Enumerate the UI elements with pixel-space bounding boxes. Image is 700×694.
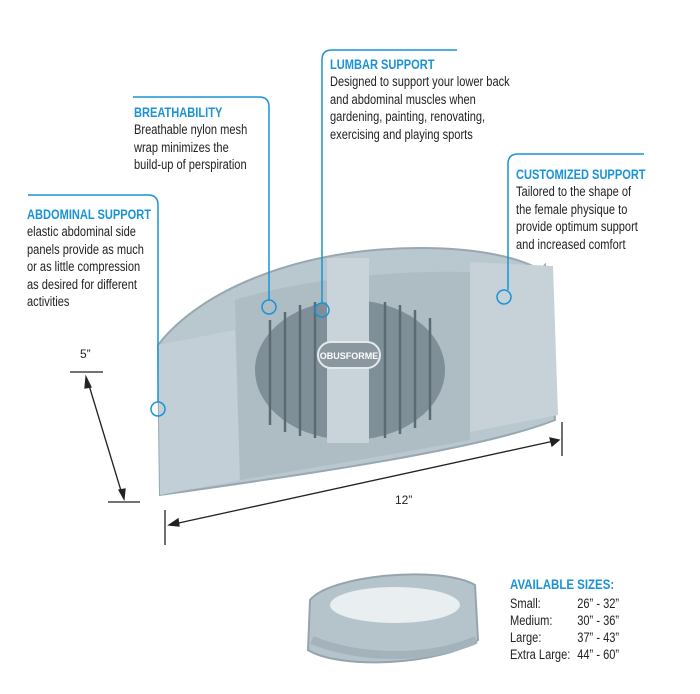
callout-text: and abdominal muscles when [330,91,476,107]
callout-text: provide optimum support [516,219,638,235]
callout-text: Breathable nylon mesh [134,122,248,137]
callout-text: as desired for different [27,276,137,292]
size-range: 26” - 32” [577,596,620,611]
callout-text: Designed to support your lower back [330,74,510,89]
callout-text: panels provide as much [27,241,144,257]
lumbar-marker [314,302,330,318]
size-row: Extra Large: 44” - 60” [510,646,619,663]
callout-text: elastic abdominal side [27,224,136,239]
callout-text: the female physique to [516,201,628,217]
available-sizes: AVAILABLE SIZES: Small: 26” - 32” Medium:… [510,576,619,663]
size-name: Large: [510,630,542,645]
callout-title: ABDOMINAL SUPPORT [27,207,152,222]
size-range: 44” - 60” [577,647,620,662]
size-name: Extra Large: [510,647,571,662]
callout-text: gardening, painting, renovating, [330,109,486,125]
size-row: Medium: 30” - 36” [510,612,619,629]
size-range: 30” - 36” [577,613,620,628]
size-range: 37” - 43” [577,630,620,645]
callout-lines [28,49,644,417]
callout-customized-support: CUSTOMIZED SUPPORT Tailored to the shape… [516,166,646,253]
callout-text: activities [27,294,70,310]
height-dimension-label: 5” [80,347,91,361]
back-belt-image: OBUSFORME [156,246,558,497]
callout-lumbar-support: LUMBAR SUPPORT Designed to support your … [330,56,510,143]
callout-title: CUSTOMIZED SUPPORT [516,167,646,182]
callout-breathability: BREATHABILITY Breathable nylon mesh wrap… [134,104,247,174]
customized-marker [496,289,512,305]
callout-title: BREATHABILITY [134,105,223,120]
abdominal-marker [150,401,166,417]
size-name: Medium: [510,613,553,628]
callout-text: build-up of perspiration [134,157,247,173]
dimension-lines [70,371,563,545]
brand-logo: OBUSFORME [320,351,379,361]
sizes-title: AVAILABLE SIZES: [510,576,615,592]
callout-text: wrap minimizes the [134,139,229,155]
callout-abdominal-support: ABDOMINAL SUPPORT elastic abdominal side… [27,206,151,311]
size-row: Large: 37” - 43” [510,629,619,646]
breathability-marker [261,299,277,315]
callout-title: LUMBAR SUPPORT [330,57,435,72]
belt-loop-image [306,573,480,664]
callout-text: exercising and playing sports [330,126,473,142]
callout-text: or as little compression [27,259,141,275]
callout-text: Tailored to the shape of [516,184,632,199]
size-name: Small: [510,596,541,611]
width-dimension-label: 12” [395,493,413,507]
size-row: Small: 26” - 32” [510,595,619,612]
callout-text: and increased comfort [516,236,626,252]
